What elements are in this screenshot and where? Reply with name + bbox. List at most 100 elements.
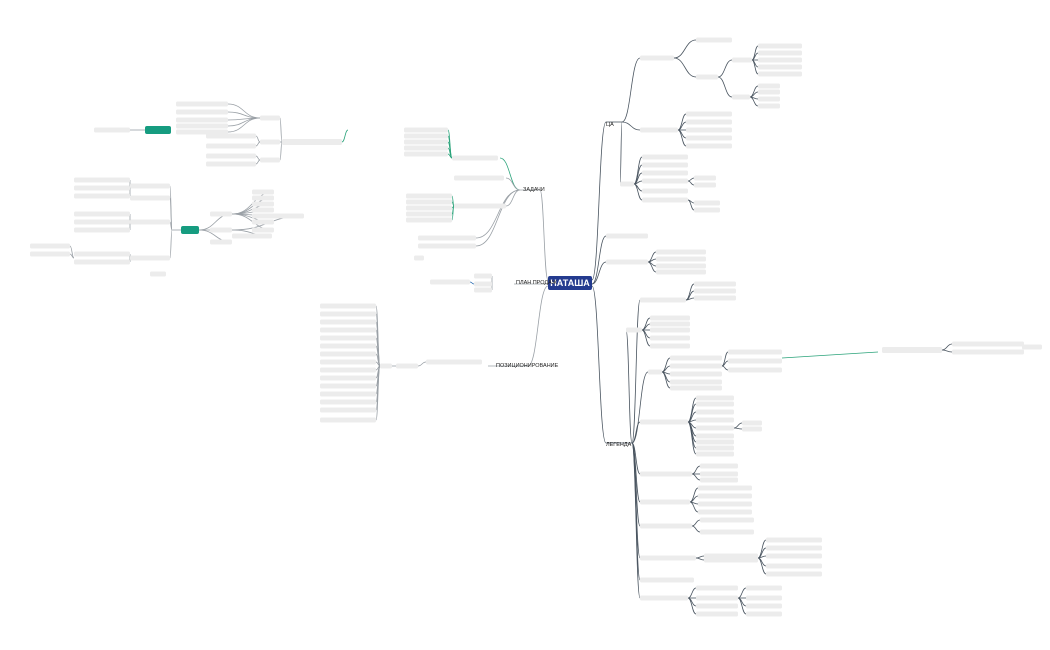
node-35[interactable]: [656, 263, 706, 269]
node-16[interactable]: [686, 119, 732, 125]
node-160[interactable]: [252, 207, 274, 213]
node-43[interactable]: [650, 321, 690, 327]
node-98[interactable]: [746, 585, 782, 591]
node-91[interactable]: [766, 571, 822, 577]
node-30[interactable]: [694, 207, 720, 213]
node-22[interactable]: [642, 162, 688, 168]
node-156[interactable]: [210, 239, 232, 245]
node-25[interactable]: [642, 188, 688, 194]
node-32[interactable]: [606, 259, 648, 265]
node-44[interactable]: [650, 327, 690, 333]
node-133[interactable]: [474, 281, 492, 287]
node-69[interactable]: [696, 451, 734, 457]
node-163[interactable]: [252, 227, 274, 233]
node-149[interactable]: [320, 383, 376, 389]
node-141[interactable]: [320, 319, 376, 325]
node-76[interactable]: [640, 499, 690, 505]
node-159[interactable]: [252, 201, 274, 207]
node-177[interactable]: [74, 259, 130, 265]
node-0[interactable]: [640, 55, 674, 61]
node-117[interactable]: [206, 133, 256, 139]
node-128[interactable]: [406, 217, 452, 223]
branch-legenda-label[interactable]: ЛЕГЕНДА: [606, 442, 632, 448]
node-84[interactable]: [640, 555, 696, 561]
node-102[interactable]: [452, 155, 498, 161]
node-71[interactable]: [742, 426, 762, 432]
node-138[interactable]: [380, 363, 392, 369]
node-132[interactable]: [474, 273, 492, 279]
node-26[interactable]: [642, 197, 688, 203]
node-153[interactable]: [320, 417, 376, 423]
node-70[interactable]: [742, 420, 762, 426]
node-127[interactable]: [406, 211, 452, 217]
accent-node-mid[interactable]: [181, 226, 199, 234]
node-110[interactable]: [260, 139, 280, 145]
node-121[interactable]: [94, 127, 130, 133]
node-99[interactable]: [746, 595, 782, 601]
node-175[interactable]: [74, 227, 130, 233]
node-120[interactable]: [206, 161, 256, 167]
node-100[interactable]: [746, 603, 782, 609]
node-166[interactable]: [130, 183, 170, 189]
node-148[interactable]: [320, 375, 376, 381]
node-104[interactable]: [404, 133, 448, 139]
node-46[interactable]: [650, 343, 690, 349]
node-158[interactable]: [252, 195, 274, 201]
node-135[interactable]: [430, 279, 470, 285]
node-41[interactable]: [626, 327, 642, 333]
node-23[interactable]: [642, 170, 688, 176]
node-64[interactable]: [696, 417, 734, 423]
node-74[interactable]: [700, 471, 738, 477]
node-113[interactable]: [176, 109, 228, 115]
node-126[interactable]: [406, 205, 452, 211]
node-143[interactable]: [320, 335, 376, 341]
node-40[interactable]: [694, 295, 736, 301]
accent-node-left[interactable]: [145, 126, 171, 134]
node-77[interactable]: [698, 485, 752, 491]
branch-plan-prodazh-label[interactable]: ПЛАН ПРОДАЖ: [516, 280, 557, 286]
node-21[interactable]: [642, 154, 688, 160]
node-83[interactable]: [700, 529, 754, 535]
node-152[interactable]: [320, 407, 376, 413]
node-87[interactable]: [766, 537, 822, 543]
node-137[interactable]: [396, 363, 418, 369]
node-131[interactable]: [414, 255, 424, 261]
node-179[interactable]: [30, 251, 70, 257]
node-57[interactable]: [952, 341, 1024, 347]
node-129[interactable]: [418, 235, 476, 241]
node-140[interactable]: [320, 311, 376, 317]
node-109[interactable]: [260, 115, 280, 121]
node-130[interactable]: [418, 243, 476, 249]
node-165[interactable]: [232, 233, 272, 239]
branch-pozicionirovanie-label[interactable]: ПОЗИЦИОНИРОВАНИЕ: [496, 363, 559, 369]
node-48[interactable]: [670, 355, 722, 361]
node-63[interactable]: [696, 409, 734, 415]
node-61[interactable]: [696, 395, 734, 401]
node-114[interactable]: [176, 117, 228, 123]
node-90[interactable]: [766, 563, 822, 569]
node-80[interactable]: [698, 509, 752, 515]
root-node[interactable]: НАТАША: [548, 276, 592, 290]
node-28[interactable]: [694, 182, 716, 188]
node-103[interactable]: [404, 127, 448, 133]
node-56[interactable]: [882, 347, 942, 353]
node-95[interactable]: [696, 595, 738, 601]
node-108[interactable]: [282, 139, 342, 145]
node-39[interactable]: [694, 288, 736, 294]
node-118[interactable]: [206, 143, 256, 149]
node-6[interactable]: [758, 57, 802, 63]
node-45[interactable]: [650, 335, 690, 341]
node-1[interactable]: [696, 37, 732, 43]
node-37[interactable]: [640, 297, 686, 303]
node-42[interactable]: [650, 315, 690, 321]
node-36[interactable]: [656, 269, 706, 275]
node-155[interactable]: [210, 227, 232, 233]
node-51[interactable]: [670, 379, 722, 385]
node-19[interactable]: [686, 143, 732, 149]
node-139[interactable]: [320, 303, 376, 309]
node-178[interactable]: [30, 243, 70, 249]
node-50[interactable]: [670, 371, 722, 377]
node-151[interactable]: [320, 399, 376, 405]
node-82[interactable]: [700, 517, 754, 523]
node-125[interactable]: [406, 199, 452, 205]
